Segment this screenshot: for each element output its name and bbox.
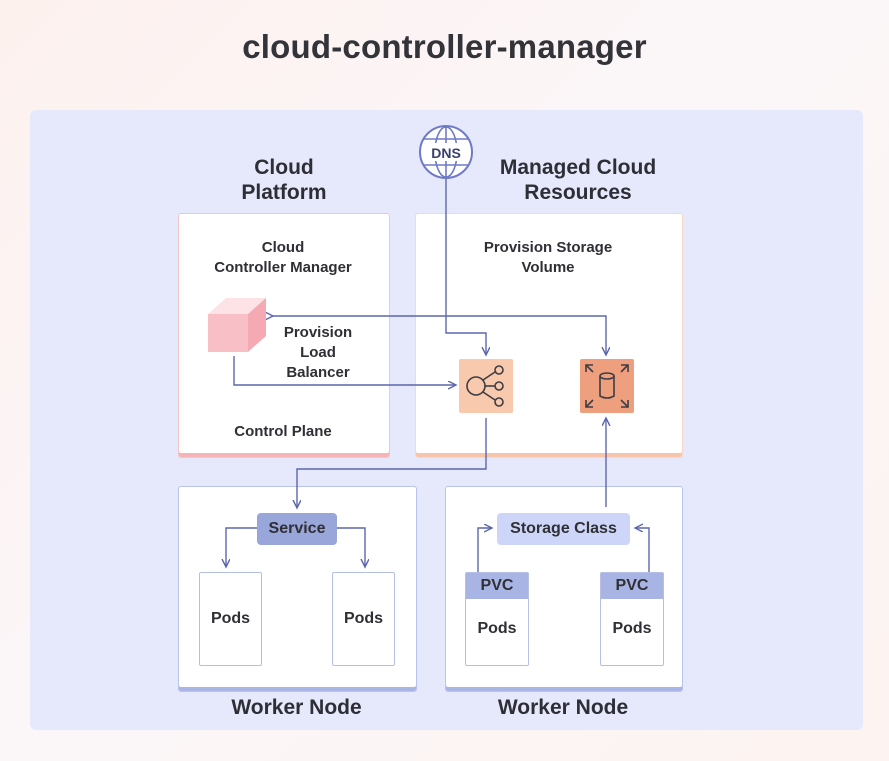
pod-left-2: Pods [332, 572, 395, 666]
service-to-pod-right-arrow [337, 527, 365, 566]
service-to-pod-left-arrow [226, 527, 257, 566]
dns-to-lb-arrow [445, 178, 486, 354]
worker-node-right-label: Worker Node [497, 696, 629, 719]
ccm-label: Cloud Controller Manager [214, 239, 352, 276]
pvc-left: PVC Pods [465, 572, 529, 666]
pvc-pods-label: Pods [477, 620, 517, 637]
pvc-label: PVC [601, 573, 663, 599]
ccm-to-lb-arrow [233, 356, 455, 385]
dns-label: DNS [431, 145, 461, 161]
lb-to-service-arrow [297, 418, 487, 507]
control-plane-label: Control Plane [234, 423, 332, 440]
pvc-left-to-storage-class-arrow [477, 528, 491, 572]
ccm-volume-arrow [272, 316, 606, 354]
storage-volume-icon [580, 359, 634, 413]
pvc-right-to-storage-class-arrow [636, 528, 650, 572]
pvc-label: PVC [466, 573, 528, 599]
provision-storage-label: Provision Storage Volume [483, 239, 613, 276]
pod-label: Pods [343, 610, 384, 627]
pod-label: Pods [210, 610, 251, 627]
cloud-platform-heading: Cloud Platform [241, 156, 327, 204]
dns-globe-icon: DNS [419, 125, 473, 179]
load-balancer-icon [459, 359, 513, 413]
worker-node-left-label: Worker Node [231, 696, 362, 719]
storage-class-box: Storage Class [497, 513, 630, 545]
page-title: cloud-controller-manager [242, 28, 647, 65]
pvc-right: PVC Pods [600, 572, 664, 666]
pod-left-1: Pods [199, 572, 262, 666]
service-box: Service [257, 513, 337, 545]
cube-icon [208, 298, 266, 352]
managed-resources-heading: Managed Cloud Resources [499, 156, 657, 204]
pvc-pods-label: Pods [612, 620, 652, 637]
